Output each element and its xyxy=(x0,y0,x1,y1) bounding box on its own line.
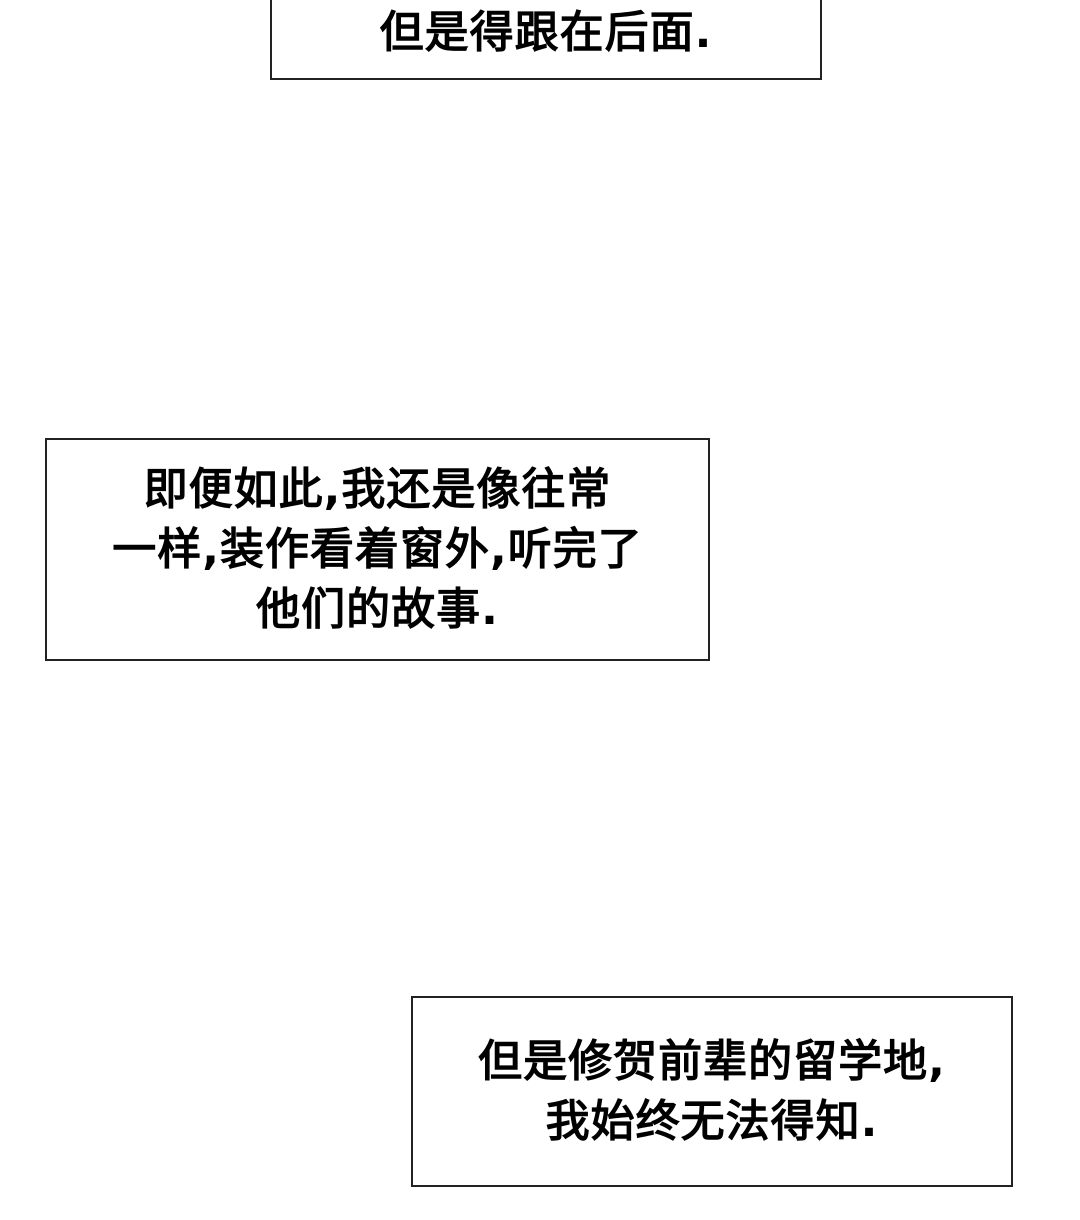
caption-text: 即便如此,我还是像往常 一样,装作看着窗外,听完了 他们的故事. xyxy=(112,460,642,640)
caption-box-2: 即便如此,我还是像往常 一样,装作看着窗外,听完了 他们的故事. xyxy=(45,438,710,661)
caption-text: 但是得跟在后面. xyxy=(380,3,713,63)
caption-box-1: 但是得跟在后面. xyxy=(270,0,822,80)
caption-line: 他们的故事. xyxy=(256,583,499,635)
caption-line: 我始终无法得知. xyxy=(545,1095,879,1147)
caption-line: 即便如此,我还是像往常 xyxy=(143,463,612,515)
caption-line: 但是得跟在后面. xyxy=(379,7,713,58)
caption-box-3: 但是修贺前辈的留学地, 我始终无法得知. xyxy=(411,996,1013,1187)
caption-text: 但是修贺前辈的留学地, 我始终无法得知. xyxy=(478,1032,946,1152)
caption-line: 但是修贺前辈的留学地, xyxy=(478,1035,946,1087)
caption-line: 一样,装作看着窗外,听完了 xyxy=(112,523,643,575)
